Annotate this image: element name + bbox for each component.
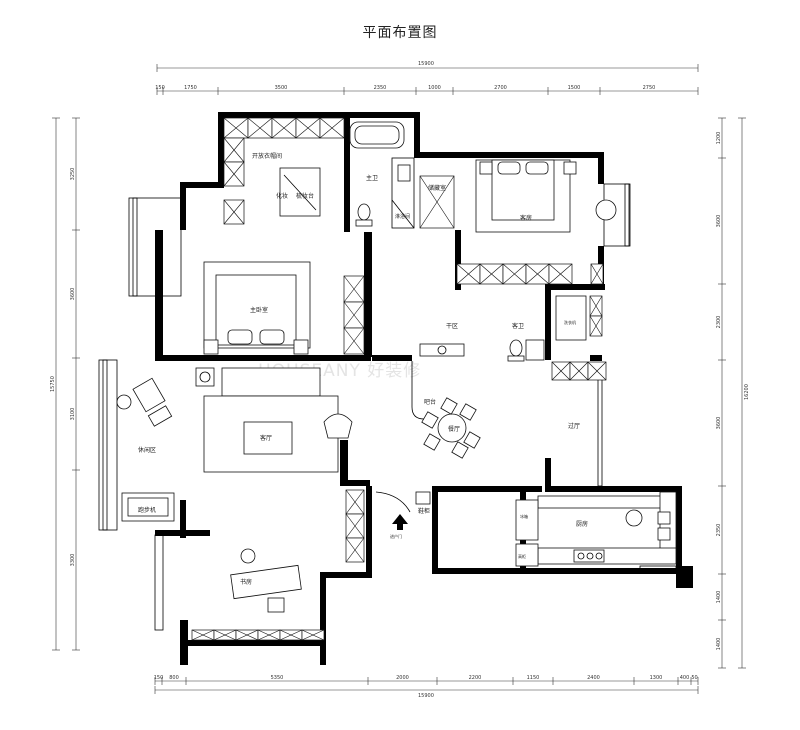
left-dim-segment: 3250 [70,168,76,181]
lounge-chair [323,413,353,439]
fridge [515,499,539,541]
right-dim-segment: 2300 [716,316,722,329]
room-guest-room: 客房 [520,214,532,222]
room-dining-room: 餐厅 [448,425,460,433]
bottom-total-dim: 15900 [418,693,434,699]
room-master-bath: 主卫 [366,174,378,182]
room-hallway: 过厅 [568,422,580,430]
bottom-dim-segment: 5350 [271,675,284,681]
label-makeup: 化妆 [276,192,288,200]
label-bar: 吧台 [424,398,436,406]
top-dim-segment: 1000 [428,85,441,91]
bottom-dim-segment: 800 [169,675,179,681]
guest-shower [555,295,587,341]
kitchen-counter-top [537,495,677,509]
bottom-dim-segment: 2000 [396,675,409,681]
bottom-dim-segment: 1300 [650,675,663,681]
coffee-table [243,421,293,455]
label-washer: 洗衣机 [564,319,576,325]
room-kitchen: 厨房 [576,520,588,528]
sofa [221,367,321,397]
dining-table [437,413,467,443]
top-dim-segment: 2700 [494,85,507,91]
label-tall-cabinet: 高柜 [518,553,526,559]
toilet-icon [357,203,371,221]
right-dim-segment: 3600 [716,215,722,228]
left-dim-segment: 3100 [70,408,76,421]
label-shower: 淋浴间 [395,213,410,220]
entrance-arrow-icon [392,514,408,530]
page-title: 平面布置图 [362,25,438,41]
leisure-chair [132,377,166,413]
windows [98,183,677,631]
walls [155,112,693,665]
bottom-dim-segment: 2200 [469,675,482,681]
room-guest-bath: 客卫 [512,322,524,330]
label-entrance: 进户门 [390,533,402,539]
stove-icon [573,549,605,563]
top-total-dim: 15900 [418,61,434,67]
bar-counter [411,361,425,420]
room-master-bedroom: 主卧室 [250,306,268,314]
top-dim-segment: 150 [155,85,165,91]
furniture [116,121,677,613]
top-dimensions: 15900 150 1750 3500 2350 1000 2700 1500 2750 [155,61,699,95]
bottom-dim-segment: 2400 [587,675,600,681]
room-leisure: 休闲区 [138,446,156,454]
top-dim-segment: 1500 [568,85,581,91]
right-dim-segment: 1200 [716,132,722,145]
guest-toilet [509,339,523,357]
armchair [595,199,617,221]
right-dim-segment: 1400 [716,591,722,604]
top-dim-segment: 3500 [275,85,288,91]
right-total-dim: 16200 [744,384,750,400]
right-dim-segment: 3600 [716,417,722,430]
room-labels: 开放衣帽间 化妆 梳妆台 主卫 淋浴间 储藏室 客房 主卧室 干区 客卫 洗衣机… [138,152,588,586]
kitchen-counter-bottom [537,547,677,565]
right-dim-segment: 2350 [716,524,722,537]
person-icon [625,509,643,527]
room-walk-in-closet: 开放衣帽间 [252,152,282,160]
left-dim-segment: 3300 [70,554,76,567]
bottom-dim-segment: 400 [680,675,690,681]
right-dimensions: 16200 1200 3600 2300 3600 2350 1400 1400 [716,117,750,669]
top-dim-segment: 1750 [184,85,197,91]
label-shoe-cabinet: 鞋柜 [418,507,430,515]
bottom-dim-segment: 150 [154,675,164,681]
bottom-dim-segment: 1150 [527,675,540,681]
top-dim-segment: 2750 [643,85,656,91]
left-dimensions: 15750 3250 3600 3100 3300 [50,117,80,651]
right-dim-segment: 1400 [716,638,722,651]
room-study: 书房 [240,578,252,586]
cabinets [191,117,607,641]
label-vanity: 梳妆台 [296,192,314,200]
room-dry-area: 干区 [446,323,458,330]
top-dim-segment: 2350 [374,85,387,91]
label-fridge: 冰箱 [520,513,528,519]
label-treadmill: 跑步机 [138,506,156,514]
room-storage: 储藏室 [428,184,446,192]
left-dim-segment: 3600 [70,288,76,301]
bottom-dim-segment: 50 [691,675,697,681]
study-desk [230,564,302,600]
left-total-dim: 15750 [50,376,56,392]
room-living-room: 客厅 [260,434,272,442]
